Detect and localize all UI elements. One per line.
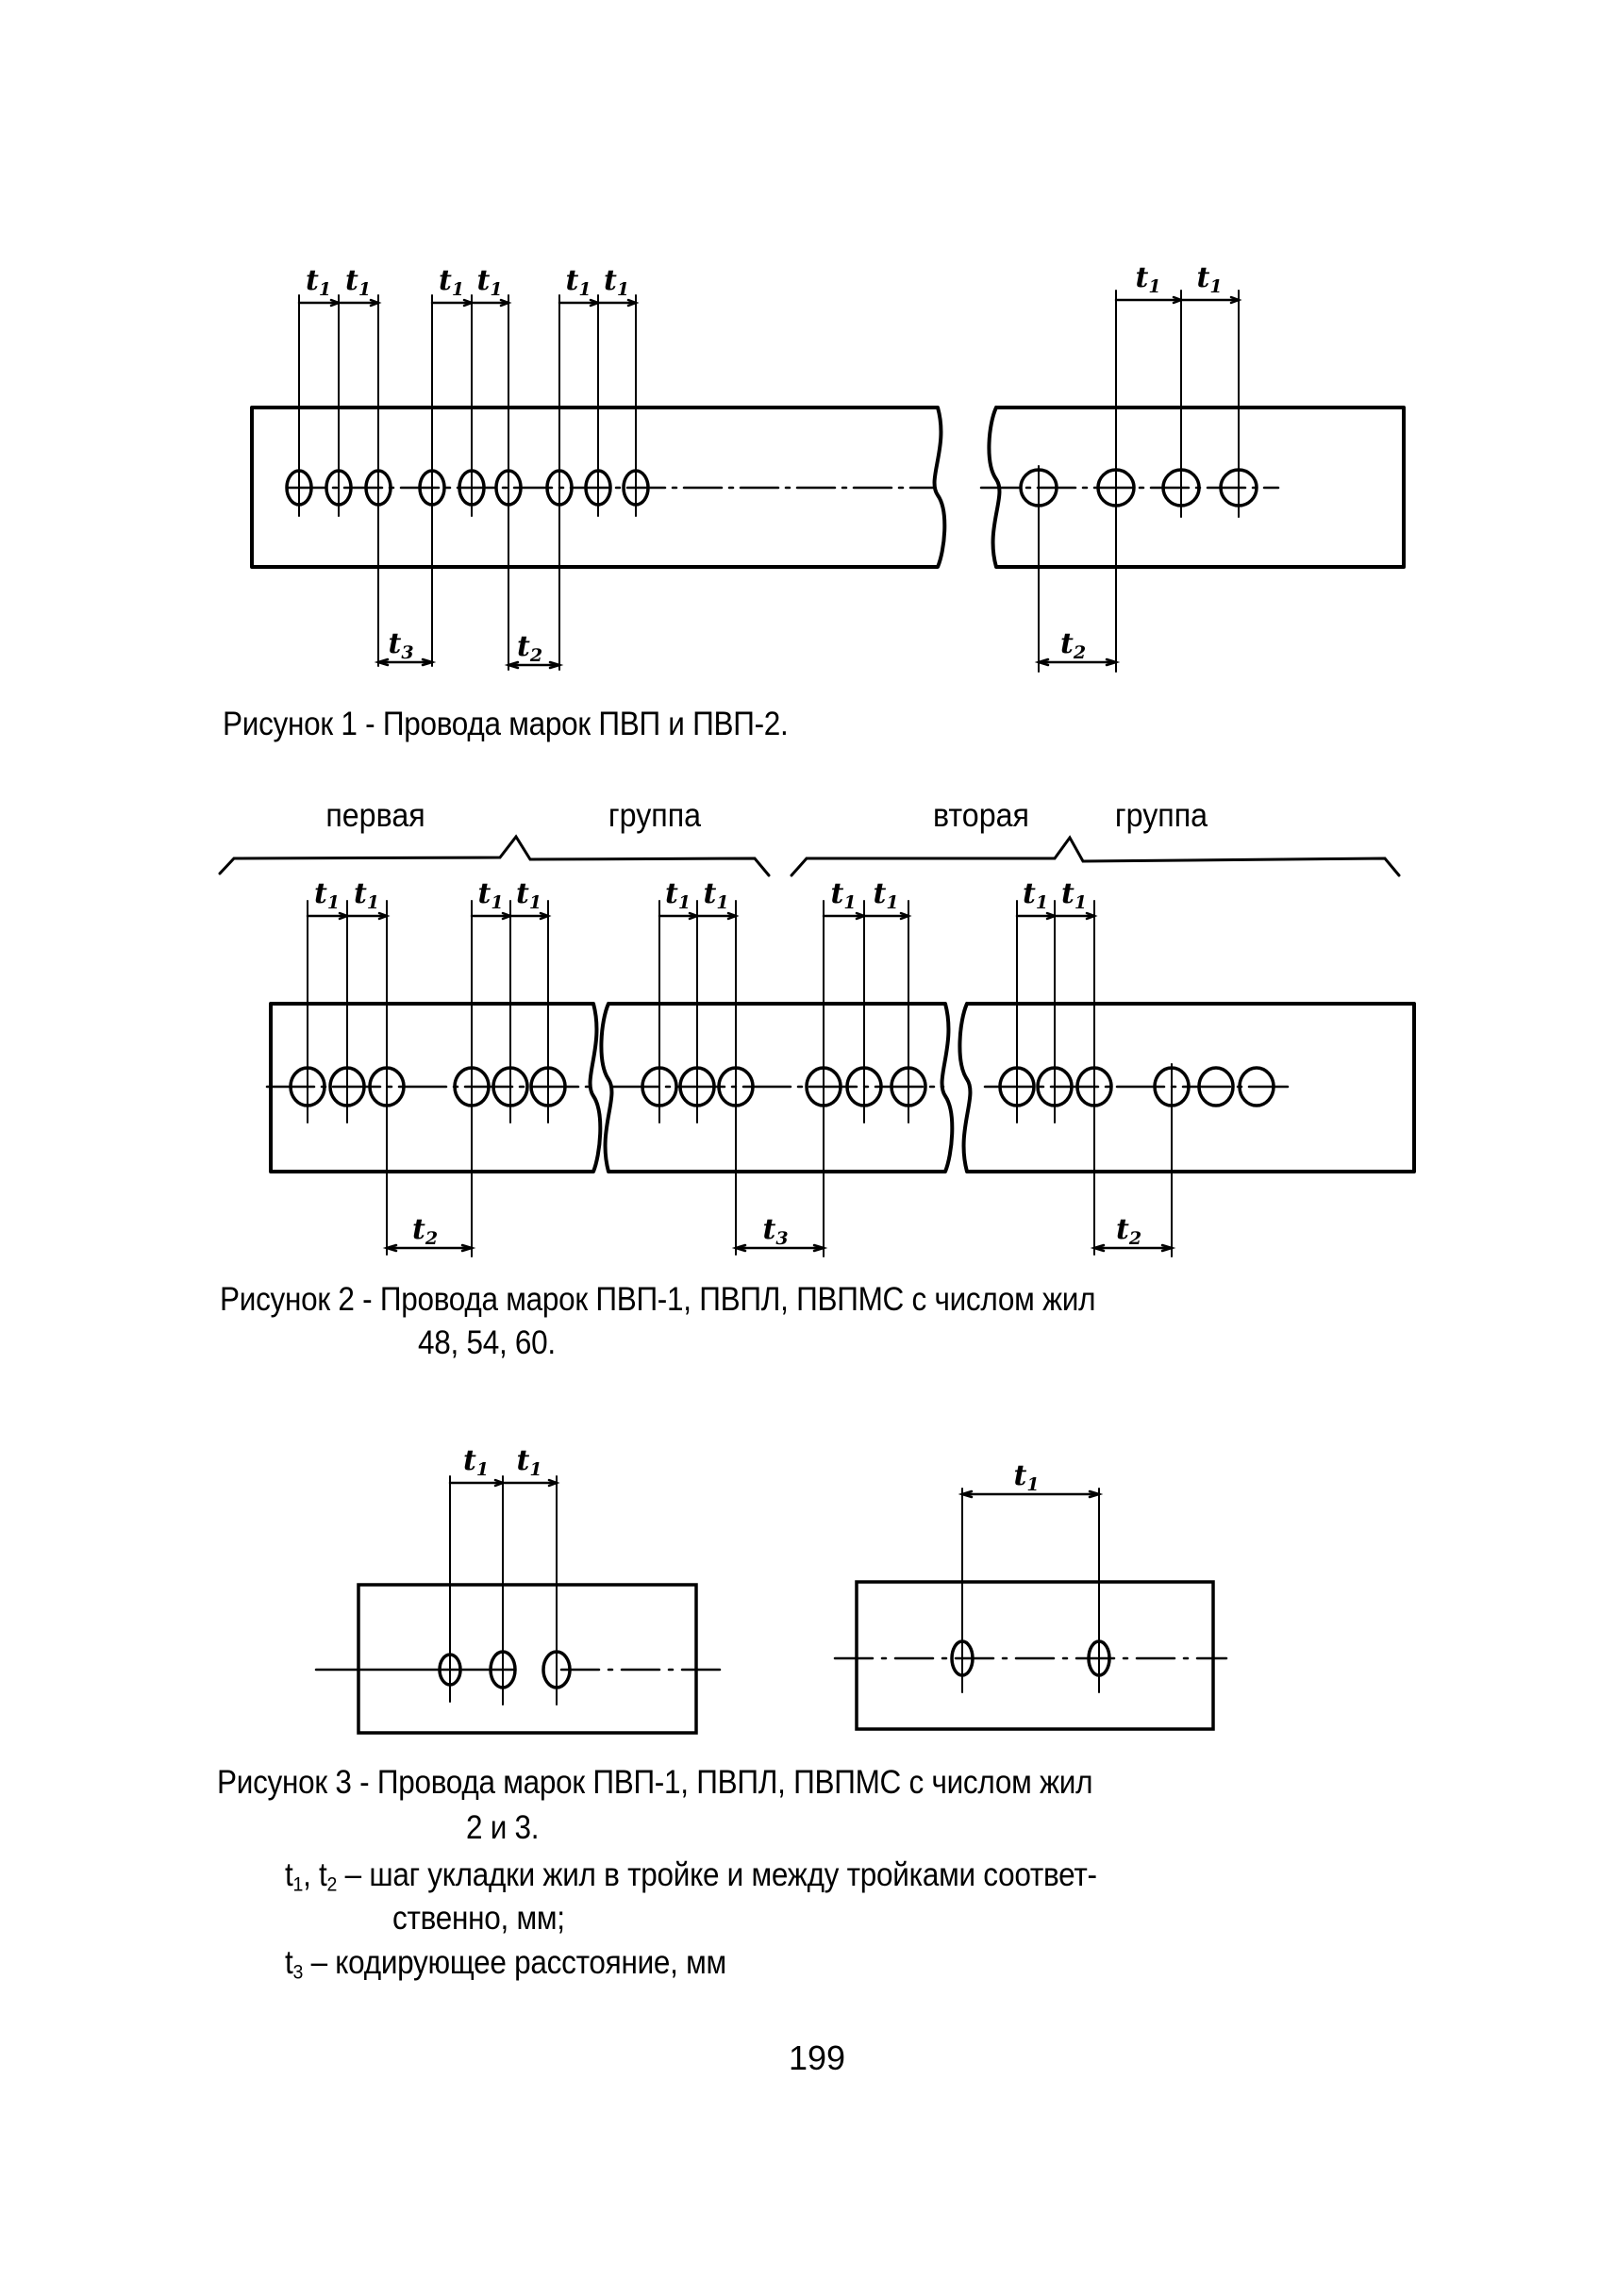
dim-t1-label: t1 <box>566 264 591 300</box>
group-1-label-word1: первая <box>325 797 425 834</box>
dimension-arrow <box>338 911 351 921</box>
dimension-arrow <box>731 1243 747 1253</box>
figure-2-drawing <box>218 834 1416 1257</box>
dim-t1-label: t1 <box>354 877 379 913</box>
group-brace-first <box>218 834 771 877</box>
dim-t2-label: t2 <box>1116 1213 1141 1249</box>
dimension-arrow <box>462 298 475 308</box>
dimension-arrow <box>1045 911 1058 921</box>
legend-line-t3: t3 – кодирующее расстояние, мм <box>285 1944 726 1990</box>
dim-t1-label: t1 <box>463 1444 489 1480</box>
page-number: 199 <box>788 2038 846 2077</box>
figure-3-drawing <box>314 1475 1228 1735</box>
dim-t1-label: t1 <box>831 877 857 913</box>
dimension-arrow <box>1034 657 1050 667</box>
figure-1-caption: Рисунок 1 - Провода марок ПВП и ПВП-2. <box>223 706 789 742</box>
dim-t1-label: t1 <box>478 877 504 913</box>
group-brace-second <box>790 835 1401 877</box>
dimension-arrow <box>626 298 640 308</box>
dimension-arrow <box>547 1478 560 1488</box>
dimension-arrow <box>1088 1489 1104 1499</box>
dim-t1-label: t1 <box>477 264 503 300</box>
dimension-arrow <box>377 911 391 921</box>
dimension-arrow <box>501 911 514 921</box>
dim-t1-label: t1 <box>1023 877 1048 913</box>
dim-t1-label: t1 <box>1197 261 1223 297</box>
dim-t1-label: t1 <box>1136 261 1161 297</box>
dimension-arrow <box>369 298 382 308</box>
dimension-arrow <box>688 911 701 921</box>
legend-symbol-t2: t2 <box>319 1856 338 1896</box>
group-2-label-word2: группа <box>1114 797 1208 834</box>
legend-t3-description: – кодирующее расстояние, мм <box>303 1944 727 1981</box>
dim-t1-label: t1 <box>1061 877 1087 913</box>
wire-core-circle <box>1238 1066 1275 1107</box>
legend-line-continuation: ственно, мм; <box>392 1900 565 1937</box>
dimension-arrow <box>1229 295 1242 305</box>
dimension-arrow <box>539 911 552 921</box>
dimension-arrow <box>382 1243 398 1253</box>
legend-symbol-t1: t1 <box>285 1856 304 1896</box>
dimension-arrow <box>499 298 512 308</box>
dim-t1-label: t1 <box>517 1444 542 1480</box>
cable-strip-b <box>599 1002 955 1173</box>
dimension-arrow <box>504 660 520 670</box>
dimension-arrow <box>1105 657 1121 667</box>
dim-t3-label: t3 <box>763 1213 789 1249</box>
dim-t2-label: t2 <box>412 1213 438 1249</box>
dimension-arrow <box>899 911 912 921</box>
dim-t1-label: t1 <box>665 877 691 913</box>
figure-2-caption-line1: Рисунок 2 - Провода марок ПВП-1, ПВПЛ, П… <box>220 1281 1096 1318</box>
dim-t2-label: t2 <box>517 630 542 666</box>
dimension-arrow <box>1172 295 1185 305</box>
cable-section-2-wires <box>855 1580 1215 1731</box>
dim-t1-label: t1 <box>874 877 899 913</box>
dimension-arrow <box>548 660 564 670</box>
dimension-arrow <box>1160 1243 1176 1253</box>
dimension-arrow <box>812 1243 828 1253</box>
dimension-arrow <box>855 911 868 921</box>
dimension-arrow <box>1090 1243 1106 1253</box>
dim-t3-label: t3 <box>389 627 414 663</box>
dimension-arrow <box>329 298 342 308</box>
figure-1-drawing <box>250 290 1406 673</box>
cable-strip-right <box>987 406 1406 569</box>
dimension-arrow <box>374 657 390 667</box>
wire-core-circle <box>1197 1066 1235 1107</box>
legend-symbol-t3: t3 <box>285 1944 304 1984</box>
dim-t1-label: t1 <box>439 264 464 300</box>
dim-t1-label: t1 <box>306 264 331 300</box>
cable-section-3-wires <box>357 1583 698 1735</box>
dim-t1-label: t1 <box>1014 1459 1040 1495</box>
dimension-arrow <box>589 298 602 308</box>
legend-t1-t2-description: – шаг укладки жил в тройке и между тройк… <box>337 1856 1097 1893</box>
group-1-label-word2: группа <box>608 797 702 834</box>
cable-strip-c <box>958 1002 1416 1173</box>
group-2-label-word1: вторая <box>933 797 1029 834</box>
cable-strip-a <box>269 1002 603 1173</box>
figure-3-caption-line2: 2 и 3. <box>466 1809 540 1846</box>
dim-t1-label: t1 <box>604 264 629 300</box>
dimension-arrow <box>958 1489 974 1499</box>
dim-t2-label: t2 <box>1060 627 1086 663</box>
figure-2-caption-line2: 48, 54, 60. <box>418 1324 556 1361</box>
dimension-arrow <box>1085 911 1098 921</box>
dim-t1-label: t1 <box>704 877 729 913</box>
dim-t1-label: t1 <box>516 877 541 913</box>
dimension-arrow <box>421 657 437 667</box>
legend-line-t1-t2: t1, t2 – шаг укладки жил в тройке и межд… <box>285 1856 1097 1896</box>
dimension-arrow <box>493 1478 507 1488</box>
cable-strip-left <box>250 406 947 569</box>
dim-t1-label: t1 <box>314 877 340 913</box>
figure-3-caption-line1: Рисунок 3 - Провода марок ПВП-1, ПВПЛ, П… <box>217 1764 1093 1801</box>
dimension-arrow <box>460 1243 476 1253</box>
dim-t1-label: t1 <box>345 264 371 300</box>
dimension-arrow <box>726 911 740 921</box>
